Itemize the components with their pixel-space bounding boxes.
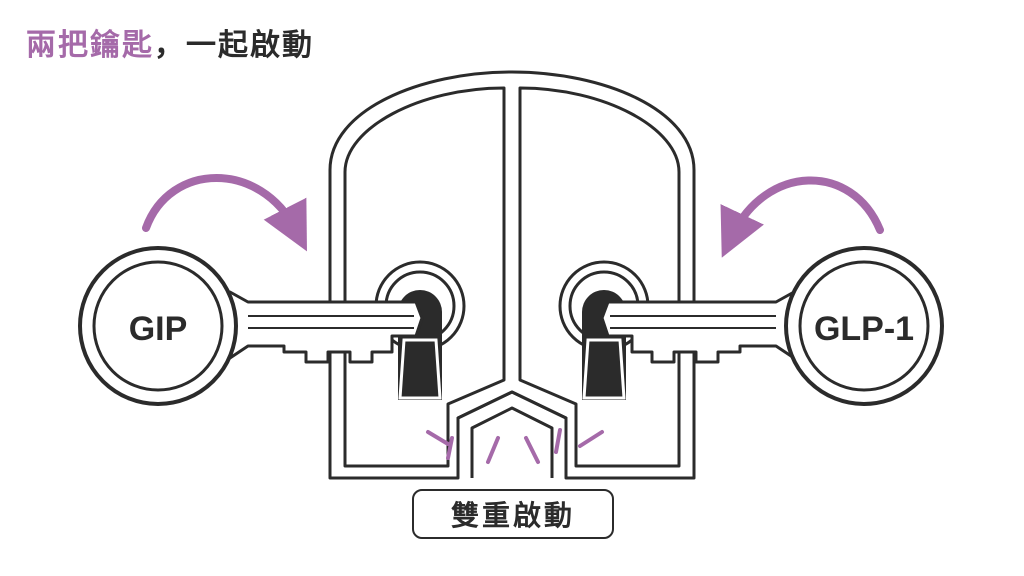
activation-sparks	[426, 428, 604, 464]
title-rest: ，一起啟動	[154, 28, 314, 63]
left-key: GIP	[78, 246, 424, 406]
lock-body	[328, 70, 696, 480]
left-rotate-arrow-icon	[142, 174, 307, 252]
lock-latch	[456, 390, 568, 478]
right-key-label: GLP-1	[814, 310, 914, 348]
title-highlight: 兩把鑰匙	[26, 28, 154, 63]
page-title: 兩把鑰匙，一起啟動	[26, 20, 314, 64]
right-rotate-arrow-icon	[720, 176, 884, 258]
right-key: GLP-1	[600, 246, 944, 406]
left-key-label: GIP	[129, 310, 188, 348]
dual-activation-label: 雙重啟動	[412, 489, 614, 539]
